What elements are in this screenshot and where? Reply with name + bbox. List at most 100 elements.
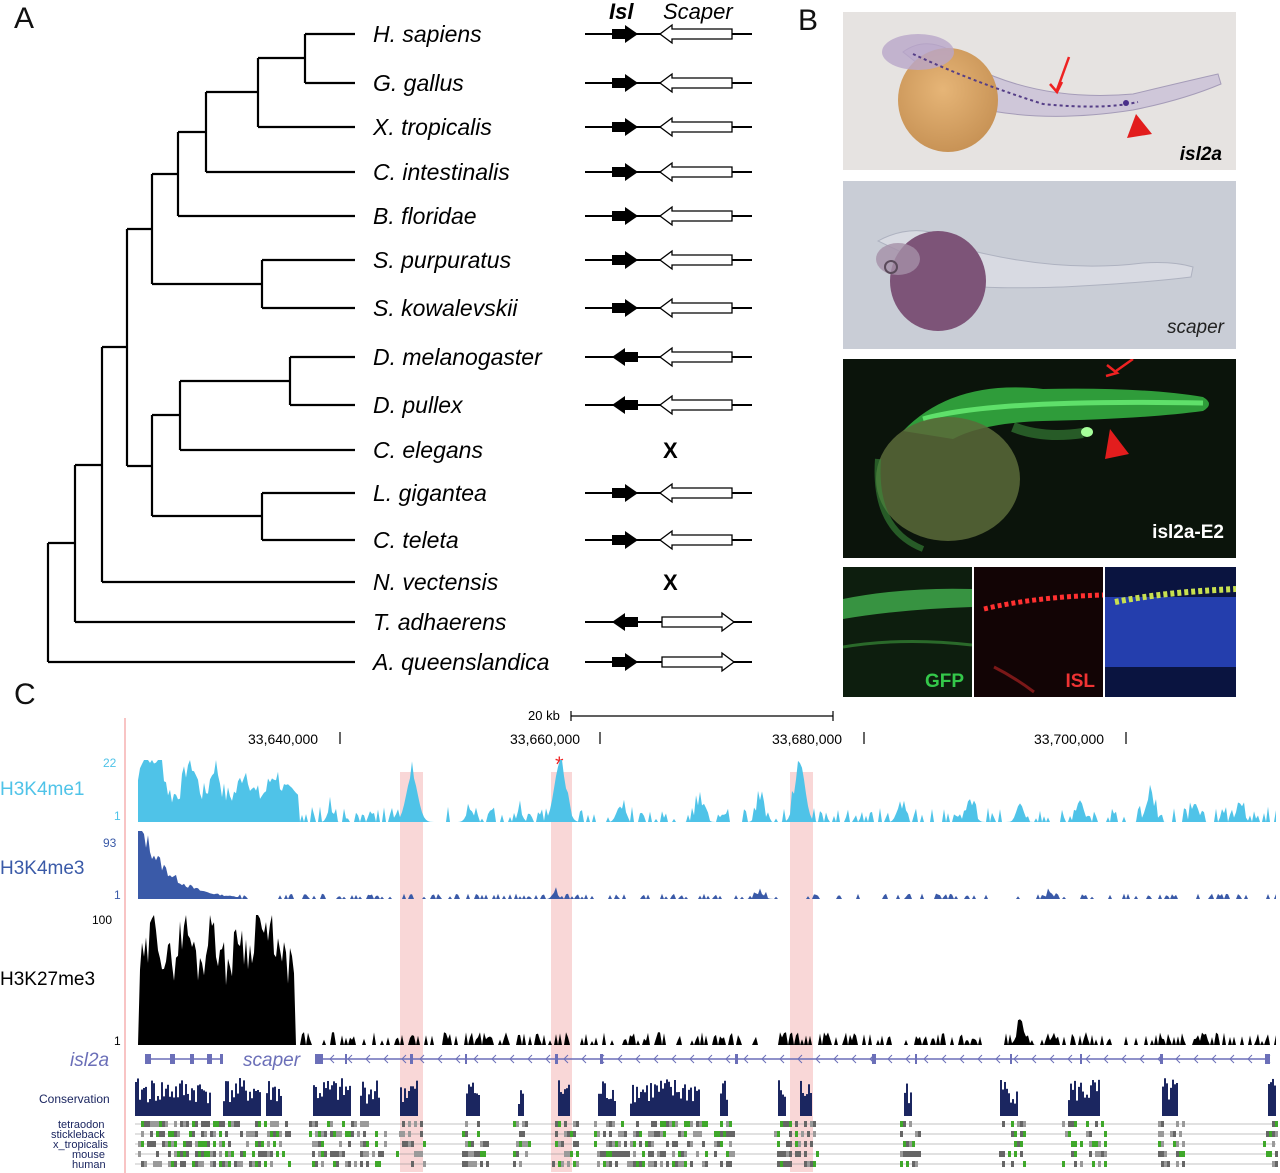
alignment-block: [354, 1161, 357, 1167]
alignment-block: [246, 1131, 249, 1137]
alignment-block: [357, 1131, 360, 1137]
alignment-block: [288, 1161, 291, 1167]
alignment-block: [597, 1151, 600, 1157]
conservation-bar: [668, 1081, 670, 1116]
conservation-bar: [1164, 1078, 1166, 1116]
conservation-bar: [237, 1093, 239, 1116]
alignment-block: [138, 1151, 141, 1157]
alignment-block: [789, 1141, 792, 1147]
conservation-bar: [151, 1080, 153, 1116]
alignment-block: [699, 1131, 702, 1137]
conservation-bar: [1086, 1094, 1088, 1116]
panel-b-letter: B: [798, 4, 819, 37]
alignment-block: [420, 1131, 423, 1137]
alignment-block: [642, 1151, 645, 1157]
alignment-block: [360, 1141, 363, 1147]
conservation-bar: [143, 1087, 145, 1116]
scaper-header: Scaper: [663, 0, 734, 24]
alignment-block: [1017, 1121, 1020, 1127]
alignment-block: [999, 1151, 1002, 1157]
alignment-block: [384, 1131, 387, 1137]
conservation-bar: [680, 1098, 682, 1116]
alignment-block: [1023, 1121, 1026, 1127]
alignment-block: [1086, 1131, 1089, 1137]
alignment-block: [147, 1141, 150, 1147]
alignment-block: [219, 1161, 222, 1167]
alignment-block: [279, 1131, 282, 1137]
exon-block: [872, 1054, 876, 1064]
isl-gene-arrow: [612, 74, 638, 92]
alignment-block: [486, 1141, 489, 1147]
alignment-block: [681, 1131, 684, 1137]
alignment-block: [462, 1131, 465, 1137]
alignment-block: [618, 1141, 621, 1147]
alignment-block: [1002, 1121, 1005, 1127]
conservation-bar: [402, 1101, 404, 1116]
alignment-block: [648, 1161, 651, 1167]
alignment-block: [909, 1141, 912, 1147]
scaper-embryo-drawing: [876, 230, 1194, 331]
alignment-block: [519, 1161, 522, 1167]
alignment-block: [648, 1131, 651, 1137]
alignment-block: [609, 1131, 612, 1137]
alignment-block: [636, 1161, 639, 1167]
conservation-bar: [205, 1091, 207, 1116]
conservation-bar: [153, 1083, 155, 1116]
alignment-block: [1089, 1151, 1092, 1157]
conservation-bar: [1072, 1089, 1074, 1116]
alignment-block: [318, 1141, 321, 1147]
alignment-block: [171, 1141, 174, 1147]
conservation-bar: [185, 1084, 187, 1116]
alignment-block: [375, 1141, 378, 1147]
gfp-channel-image: GFP: [843, 567, 972, 697]
alignment-block: [1089, 1131, 1092, 1137]
alignment-block: [804, 1141, 807, 1147]
alignment-block: [513, 1151, 516, 1157]
alignment-block: [279, 1141, 282, 1147]
alignment-block: [657, 1151, 660, 1157]
alignment-block: [915, 1151, 918, 1157]
isl2a-embryo-drawing: [882, 34, 1222, 152]
alignment-block: [795, 1141, 798, 1147]
alignment-block: [192, 1131, 195, 1137]
h3k27me3-track: [138, 915, 1276, 1045]
scaper-label: scaper: [1166, 317, 1224, 338]
alignment-block: [558, 1141, 561, 1147]
alignment-block: [396, 1151, 399, 1157]
alignment-block: [1272, 1121, 1275, 1127]
alignment-block: [681, 1151, 684, 1157]
conservation-bar: [1166, 1083, 1168, 1116]
alignment-block: [606, 1121, 609, 1127]
alignment-block: [267, 1141, 270, 1147]
alignment-block: [285, 1131, 288, 1137]
species-name: H. sapiens: [373, 21, 482, 47]
alignment-block: [726, 1131, 729, 1137]
alignment-block: [225, 1131, 228, 1137]
alignment-block: [690, 1121, 693, 1127]
alignment-block: [1104, 1161, 1107, 1167]
conservation-bar: [370, 1089, 372, 1116]
alignment-block: [813, 1131, 816, 1137]
conservation-bar: [630, 1103, 632, 1116]
alignment-block: [378, 1151, 381, 1157]
species-name: D. melanogaster: [373, 344, 543, 370]
conservation-bar: [159, 1099, 161, 1116]
alignment-block: [1104, 1141, 1107, 1147]
conservation-bar: [642, 1089, 644, 1116]
alignment-block: [1089, 1141, 1092, 1147]
alignment-block: [267, 1151, 270, 1157]
alignment-block: [336, 1131, 339, 1137]
conservation-bar: [650, 1083, 652, 1116]
scaper-gene-arrow: [661, 611, 736, 633]
alignment-block: [471, 1161, 474, 1167]
species-name: L. gigantea: [373, 480, 487, 506]
conservation-bar: [241, 1086, 243, 1116]
conservation-bar: [137, 1078, 139, 1116]
alignment-block: [465, 1151, 468, 1157]
conservation-bar: [1272, 1078, 1274, 1116]
alignment-block: [321, 1161, 324, 1167]
conservation-bar: [1082, 1091, 1084, 1116]
alignment-block: [207, 1151, 210, 1157]
alignment-block: [1071, 1151, 1074, 1157]
alignment-block: [402, 1131, 405, 1137]
